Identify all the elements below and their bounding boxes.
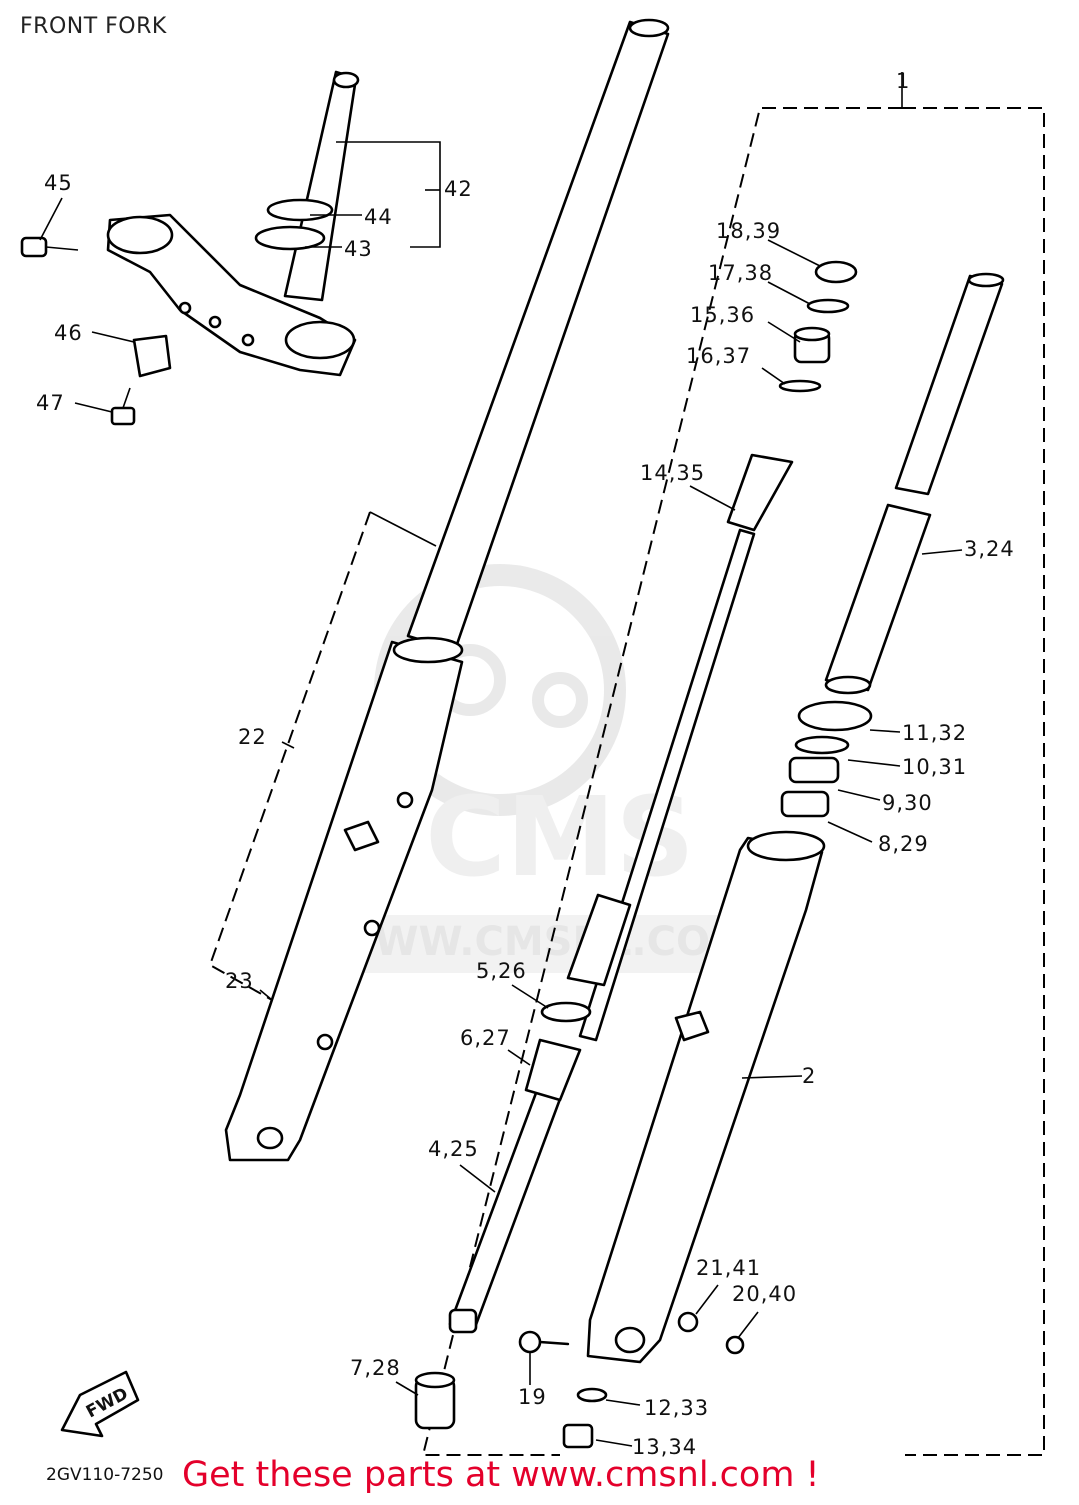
callout-21-41: 21,41 — [696, 1256, 761, 1280]
leader-lines — [39, 141, 963, 1447]
callout-9-30: 9,30 — [882, 791, 933, 815]
callout-19: 19 — [518, 1385, 547, 1409]
outer-tube-2 — [586, 830, 826, 1364]
watermark-url: WWW.CMSNL.COM — [330, 919, 750, 965]
damper-rod-4-25 — [448, 1001, 592, 1334]
clamp-46 — [132, 334, 172, 378]
steering-stem-bracket — [106, 70, 360, 377]
callout-46: 46 — [54, 321, 83, 345]
spacer-15-36 — [793, 326, 831, 364]
screw-47 — [110, 387, 136, 426]
drawing-code: 2GV110-7250 — [46, 1465, 163, 1485]
callout-14-35: 14,35 — [640, 461, 705, 485]
outer-tube-22-23 — [224, 636, 464, 1162]
callout-8-29: 8,29 — [878, 832, 929, 856]
washer-12-33 — [576, 1387, 608, 1403]
callout-6-27: 6,27 — [460, 1026, 511, 1050]
inner-tube — [406, 18, 670, 652]
bolt-13-34 — [562, 1423, 594, 1449]
bolt-19 — [518, 1330, 570, 1354]
page-title: FRONT FORK — [20, 14, 167, 39]
outer-tube-outline — [208, 511, 371, 1001]
callout-17-38: 17,38 — [708, 261, 773, 285]
cover-tube-3-24 — [824, 272, 1005, 695]
cap-bolt-18-39 — [814, 260, 858, 284]
cms-watermark: CMS WWW.CMSNL.COM — [305, 564, 775, 973]
callout-1: 1 — [896, 69, 910, 93]
oil-seal-stack-8-11 — [780, 700, 873, 818]
footer-parts-link[interactable]: Get these parts at www.cmsnl.com ! — [182, 1455, 820, 1495]
bolt-45 — [20, 236, 79, 258]
callout-22: 22 — [238, 725, 267, 749]
callout-47: 47 — [36, 391, 65, 415]
callout-16-37: 16,37 — [686, 344, 751, 368]
fork-spring-14-35 — [566, 453, 794, 1042]
callout-45: 45 — [44, 171, 73, 195]
o-ring-17-38 — [806, 298, 850, 314]
callout-43: 43 — [344, 237, 373, 261]
callout-15-36: 15,36 — [690, 303, 755, 327]
callout-11-32: 11,32 — [902, 721, 967, 745]
callout-13-34: 13,34 — [632, 1435, 697, 1459]
callout-5-26: 5,26 — [476, 959, 527, 983]
oil-lock-piece-7-28 — [414, 1371, 456, 1430]
callout-2: 2 — [802, 1064, 816, 1088]
callout-18-39: 18,39 — [716, 219, 781, 243]
fwd-arrow: FWD — [60, 1370, 140, 1438]
screw-20-40 — [725, 1335, 745, 1355]
callout-3-24: 3,24 — [964, 537, 1015, 561]
callout-23: 23 — [225, 969, 254, 993]
callout-20-40: 20,40 — [732, 1282, 797, 1306]
callout-labels: 1 2 3,24 4,25 5,26 6,27 7,28 8,29 9,30 1… — [36, 69, 1015, 1459]
callout-10-31: 10,31 — [902, 755, 967, 779]
callout-7-28: 7,28 — [350, 1356, 401, 1380]
callout-44: 44 — [364, 205, 393, 229]
callout-4-25: 4,25 — [428, 1137, 479, 1161]
ring-16-37 — [778, 379, 822, 393]
callout-12-33: 12,33 — [644, 1396, 709, 1420]
fork-assembly-outline — [421, 72, 1045, 1456]
callout-42: 42 — [444, 177, 473, 201]
washer-21-41 — [677, 1311, 699, 1333]
